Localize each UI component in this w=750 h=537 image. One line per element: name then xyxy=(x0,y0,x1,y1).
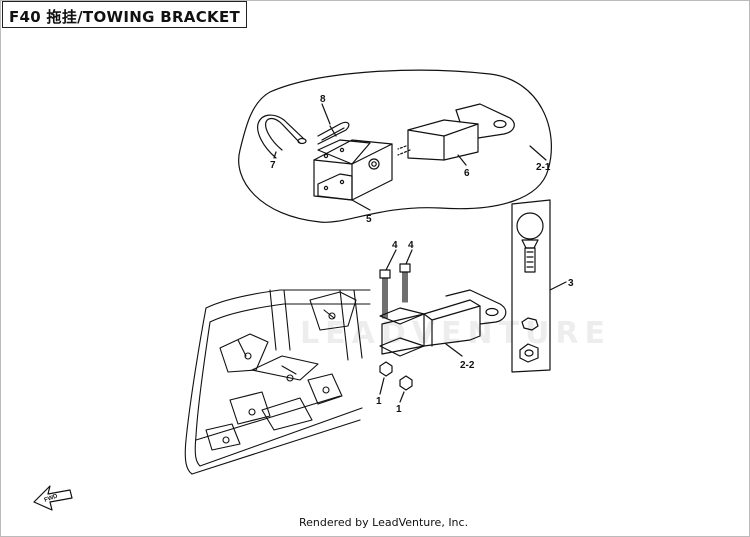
callout-4b: 4 xyxy=(408,240,414,251)
page-title: F40 拖挂/TOWING BRACKET xyxy=(9,8,241,26)
part-8-clip xyxy=(317,121,350,145)
callout-8: 8 xyxy=(320,94,326,105)
part-5-receiver xyxy=(313,139,393,201)
part-1-nuts xyxy=(379,361,413,403)
title-box: F40 拖挂/TOWING BRACKET xyxy=(2,1,247,28)
callout-1a: 1 xyxy=(376,396,382,407)
part-4-bolts xyxy=(379,249,413,319)
callout-2-1: 2-1 xyxy=(536,162,551,173)
fwd-label: FWD xyxy=(44,493,60,504)
group-2-1-outline xyxy=(238,69,552,223)
callout-6: 6 xyxy=(464,168,470,179)
callout-1b: 1 xyxy=(396,404,402,415)
callout-2-2: 2-2 xyxy=(460,360,475,371)
callout-7: 7 xyxy=(270,160,276,171)
callout-4a: 4 xyxy=(392,240,398,251)
part-6-tongue xyxy=(397,103,515,161)
footer-credit: Rendered by LeadVenture, Inc. xyxy=(299,516,469,529)
watermark: LEADVENTURE xyxy=(300,316,611,351)
part-3-ball-kit xyxy=(511,199,567,373)
vehicle-frame xyxy=(184,289,371,475)
callout-5: 5 xyxy=(366,214,372,225)
part-7-pin xyxy=(257,114,307,159)
fwd-arrow-icon xyxy=(33,485,73,511)
part-2-2-drawbar xyxy=(379,289,507,357)
callout-3: 3 xyxy=(568,278,574,289)
